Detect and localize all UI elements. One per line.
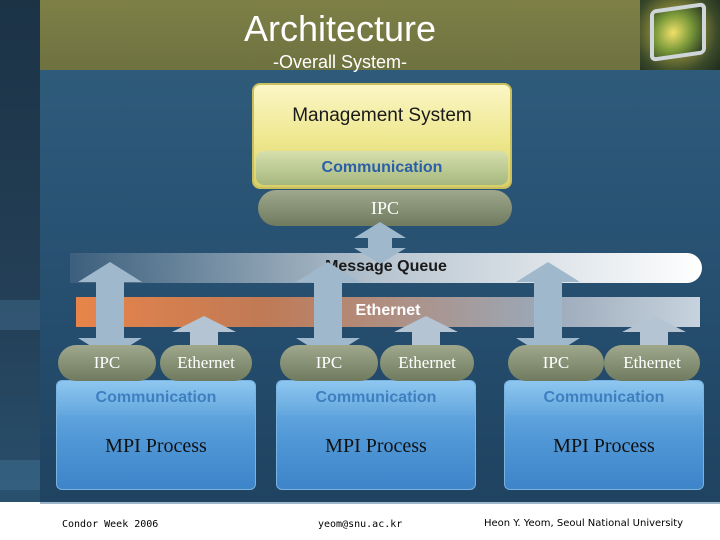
node-3-ipc-pill: IPC — [508, 345, 604, 381]
node-3-ipc-label: IPC — [542, 353, 570, 372]
computer-monitor-image — [640, 0, 720, 70]
node-1-ipc-label: IPC — [93, 353, 121, 372]
monitor-icon — [650, 2, 706, 62]
management-communication-layer: Communication — [256, 151, 508, 185]
management-ipc-pill: IPC — [258, 190, 512, 226]
management-system-box: Management System Communication — [252, 83, 512, 189]
node-2-ipc-pill: IPC — [280, 345, 378, 381]
node-3-communication-label: Communication — [543, 389, 665, 406]
management-system-label: Management System — [292, 105, 472, 126]
ethernet-label: Ethernet — [355, 302, 421, 319]
node-1-ipc-pill: IPC — [58, 345, 156, 381]
node-2-communication-label: Communication — [315, 389, 437, 406]
node-1-mpi-process-label: MPI Process — [105, 435, 207, 457]
title-bar — [40, 0, 640, 70]
node-3-ethernet-label: Ethernet — [623, 353, 681, 372]
node-2-box: Communication MPI Process — [276, 380, 476, 490]
node-3-mpi-process-label: MPI Process — [553, 435, 655, 457]
decor-stripe — [0, 300, 40, 330]
node-1-ethernet-pill: Ethernet — [160, 345, 252, 381]
slide-subtitle: -Overall System- — [272, 52, 407, 72]
node-2-mpi-process-label: MPI Process — [325, 435, 427, 457]
node-1-communication-label: Communication — [95, 389, 217, 406]
footer-author-label: Heon Y. Yeom, Seoul National University — [484, 518, 684, 529]
message-queue-label: Message Queue — [325, 258, 447, 275]
footer-event-label: Condor Week 2006 — [62, 519, 159, 530]
node-2-ethernet-pill: Ethernet — [380, 345, 474, 381]
slide-footer: Condor Week 2006 yeom@snu.ac.kr Heon Y. … — [0, 502, 720, 540]
footer-divider — [40, 502, 720, 504]
node1-ethernet-up-arrow — [172, 316, 236, 360]
management-communication-label: Communication — [321, 159, 443, 176]
node-3-ethernet-pill: Ethernet — [604, 345, 700, 381]
node-1-box: Communication MPI Process — [56, 380, 256, 490]
node3-ethernet-up-arrow — [622, 316, 686, 360]
node2-ethernet-up-arrow — [394, 316, 458, 360]
node-2-ipc-label: IPC — [315, 353, 343, 372]
node-1-communication-layer: Communication — [57, 381, 255, 415]
ethernet-band — [76, 297, 700, 327]
slide-title: Architecture — [243, 8, 437, 49]
node3-ipc-double-arrow — [516, 262, 580, 358]
ipc-to-queue-double-arrow — [354, 222, 406, 264]
footer-email-label: yeom@snu.ac.kr — [318, 519, 403, 530]
management-ipc-label: IPC — [370, 198, 399, 218]
left-decorative-band — [0, 0, 40, 540]
node-3-box: Communication MPI Process — [504, 380, 704, 490]
node2-ipc-double-arrow — [296, 262, 360, 358]
node1-ipc-double-arrow — [78, 262, 142, 358]
node-2-ethernet-label: Ethernet — [398, 353, 456, 372]
node-1-ethernet-label: Ethernet — [177, 353, 235, 372]
decor-stripe — [0, 460, 40, 490]
node-3-communication-layer: Communication — [505, 381, 703, 415]
node-2-communication-layer: Communication — [277, 381, 475, 415]
